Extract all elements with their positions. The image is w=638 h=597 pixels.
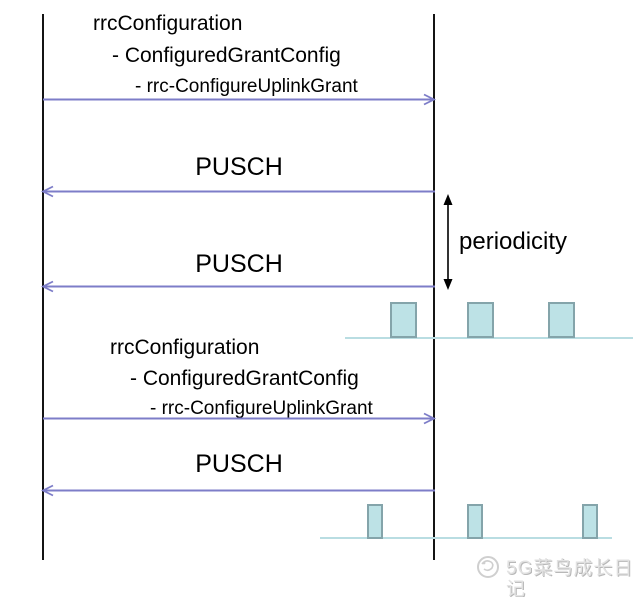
pusch3-label: PUSCH xyxy=(195,450,283,478)
pusch2-label: PUSCH xyxy=(195,250,283,278)
pusch1-label: PUSCH xyxy=(195,153,283,181)
pusch1-arrow xyxy=(41,185,435,198)
pusch2-arrow xyxy=(41,280,435,293)
watermark-logo-icon xyxy=(477,556,499,578)
config1-title: rrcConfiguration xyxy=(93,12,243,35)
config2-arrow xyxy=(43,412,437,425)
periodicity-arrow xyxy=(443,194,453,290)
config2-title: rrcConfiguration xyxy=(110,336,260,359)
pusch3-arrow xyxy=(41,484,435,497)
pusch-slot xyxy=(390,302,417,338)
config1-item2: - rrc-ConfigureUplinkGrant xyxy=(135,76,358,97)
pusch-slot xyxy=(467,504,483,539)
slot-timeline-1 xyxy=(345,337,633,339)
config1-arrow xyxy=(43,93,437,106)
config2-item2: - rrc-ConfigureUplinkGrant xyxy=(150,398,373,419)
watermark-text: 5G菜鸟成长日记 xyxy=(506,558,634,597)
pusch-slot xyxy=(467,302,494,338)
slot-timeline-2 xyxy=(320,537,612,539)
pusch-slot xyxy=(367,504,383,539)
pusch-slot xyxy=(582,504,598,539)
config2-item1: - ConfiguredGrantConfig xyxy=(130,367,359,390)
periodicity-label: periodicity xyxy=(459,228,568,255)
pusch-slot xyxy=(548,302,575,338)
config1-item1: - ConfiguredGrantConfig xyxy=(112,44,341,67)
